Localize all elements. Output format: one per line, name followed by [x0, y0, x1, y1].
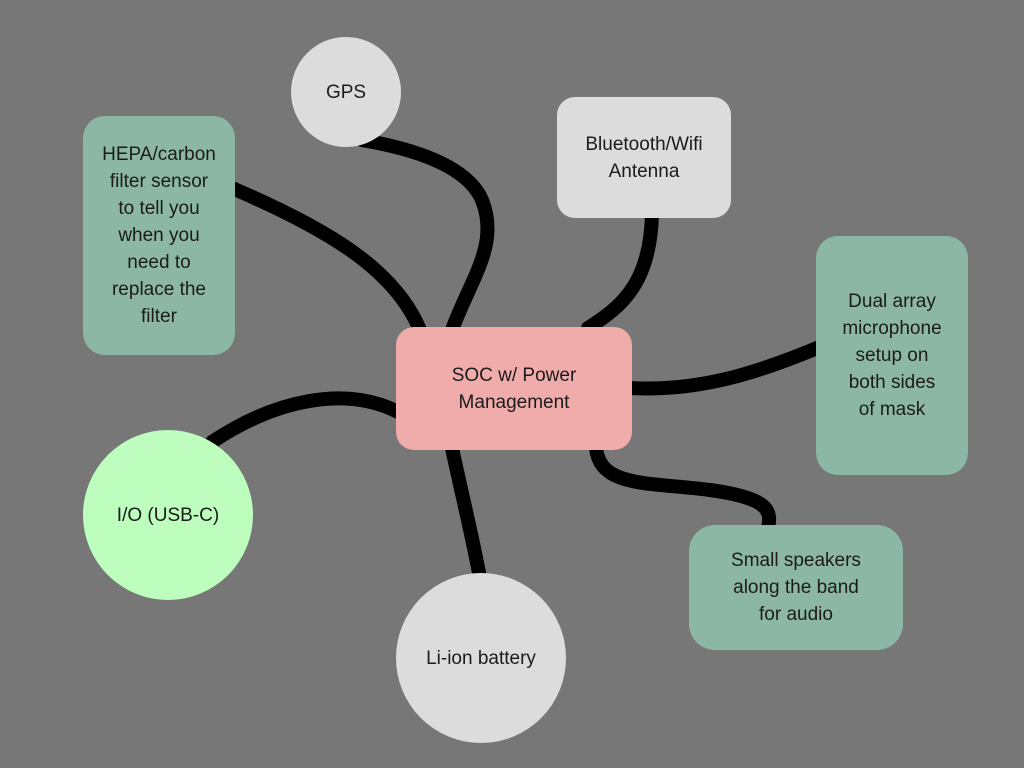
- gps-node-label: GPS: [325, 81, 367, 103]
- connector-soc-mic: [623, 339, 829, 396]
- microphone-node: Dual array microphone setup on both side…: [816, 236, 968, 475]
- soc-node-label: SOC w/ Power Management: [451, 364, 577, 413]
- io-usbc-node: I/O (USB-C): [83, 430, 253, 600]
- bluetooth-wifi-node-label: Bluetooth/Wifi Antenna: [585, 133, 703, 182]
- hepa-filter-node: HEPA/carbon filter sensor to tell you wh…: [83, 116, 235, 355]
- speakers-node-label: Small speakers along the band for audio: [731, 550, 861, 625]
- connector-soc-gps: [355, 133, 495, 337]
- bluetooth-wifi-node: Bluetooth/Wifi Antenna: [557, 97, 731, 218]
- io-usbc-node-label: I/O (USB-C): [116, 504, 220, 526]
- battery-node-label: Li-ion battery: [426, 647, 536, 669]
- gps-node: GPS: [291, 37, 401, 147]
- microphone-node-label: Dual array microphone setup on both side…: [842, 291, 942, 420]
- connector-soc-battery: [445, 441, 487, 585]
- hepa-filter-node-label: HEPA/carbon filter sensor to tell you wh…: [102, 144, 216, 327]
- speakers-node: Small speakers along the band for audio: [689, 525, 903, 650]
- connector-soc-hepa: [225, 181, 427, 337]
- battery-node: Li-ion battery: [396, 573, 566, 743]
- soc-node: SOC w/ Power Management: [396, 327, 632, 450]
- connector-soc-speakers: [589, 441, 777, 535]
- connector-soc-bluetooth: [581, 208, 659, 335]
- connector-soc-io: [205, 391, 405, 449]
